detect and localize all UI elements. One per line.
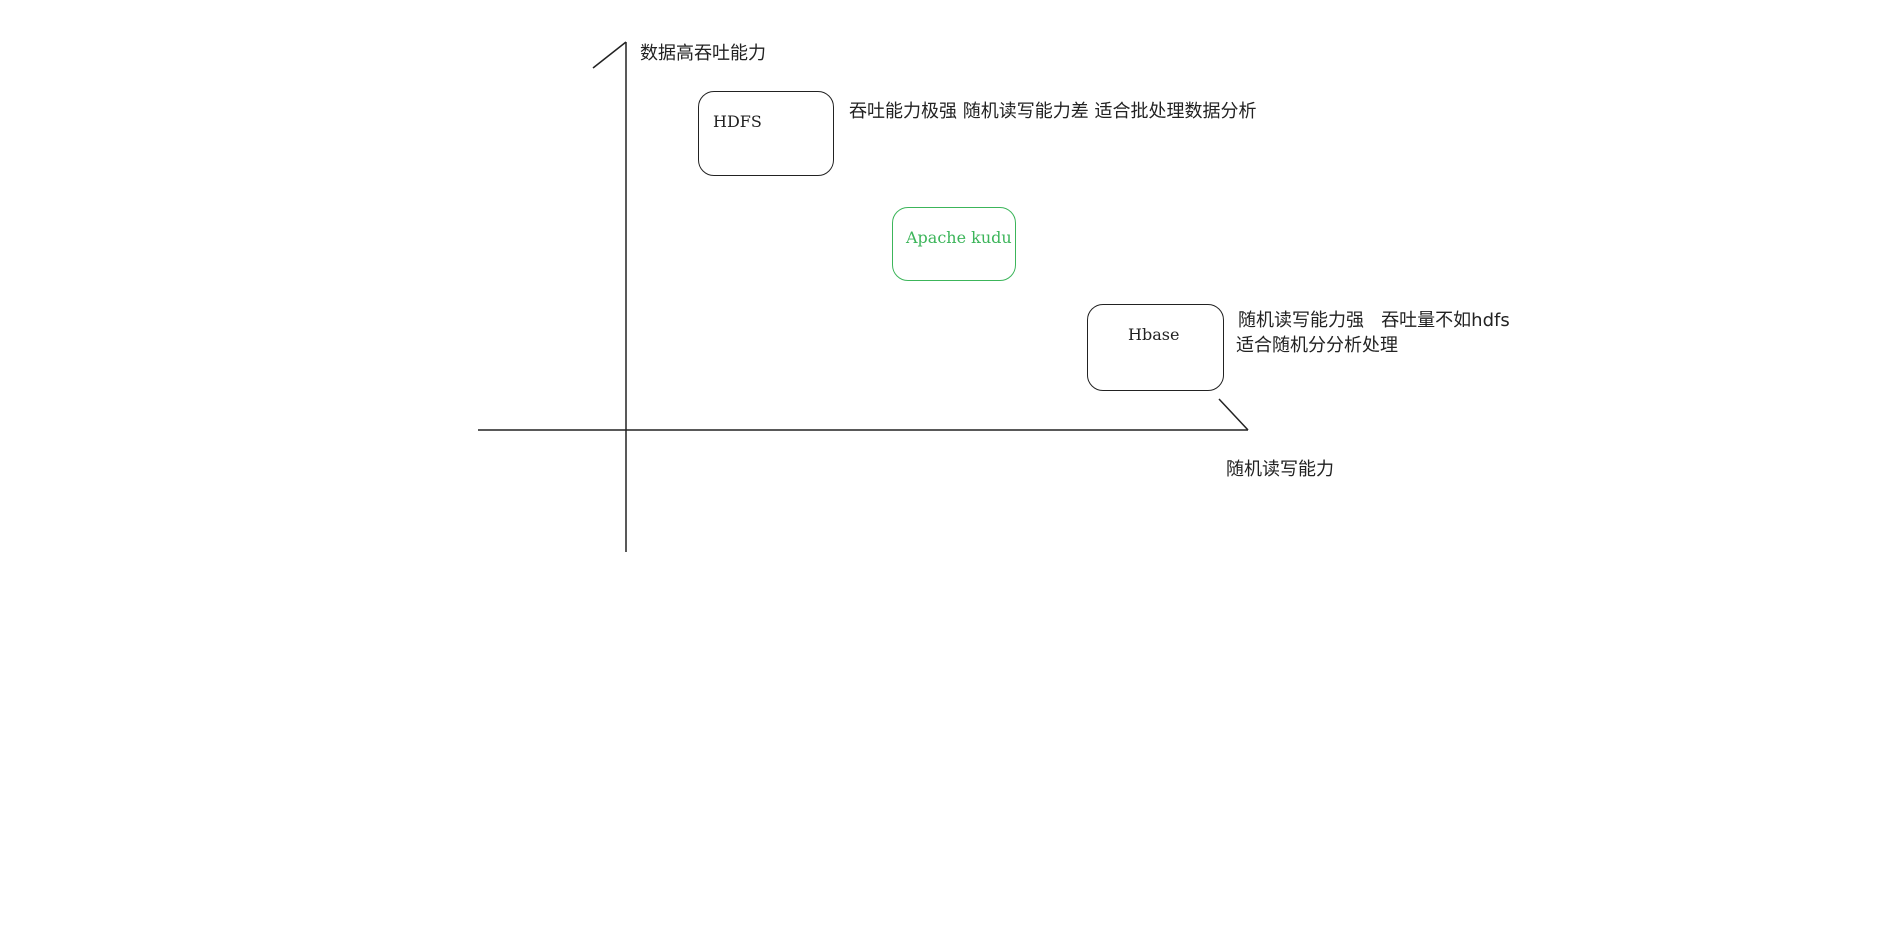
hbase-node[interactable]: Hbase [1087,304,1224,391]
hbase-annotation-line2: 适合随机分分析处理 [1236,335,1398,356]
hdfs-node[interactable]: HDFS [698,91,834,176]
x-axis-label: 随机读写能力 [1226,459,1334,480]
kudu-node-label: Apache kudu [906,228,1012,247]
hbase-node-label: Hbase [1128,325,1180,344]
y-axis-label: 数据高吞吐能力 [640,43,766,64]
kudu-node[interactable]: Apache kudu [892,207,1016,281]
hdfs-node-label: HDFS [713,112,762,131]
hdfs-annotation: 吞吐能力极强 随机读写能力差 适合批处理数据分析 [849,101,1257,122]
x-axis-arrow-stroke [1218,398,1249,431]
y-axis-arrow-stroke [592,41,627,69]
hbase-annotation-line1: 随机读写能力强 吞吐量不如hdfs [1238,310,1510,331]
